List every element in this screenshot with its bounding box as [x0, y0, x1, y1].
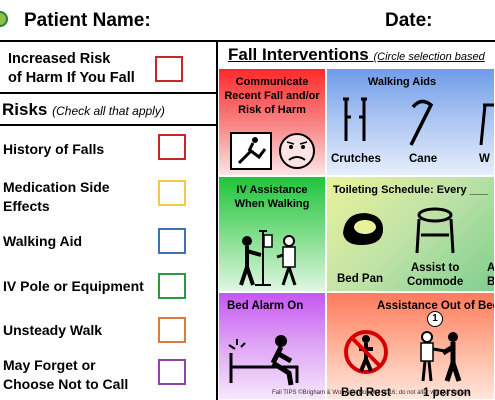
copyright-footer: Fall TIPS ©Brigham & Women's Hospital 20… [272, 390, 469, 396]
cane-icon [409, 99, 434, 146]
one-person-badge: 1 [427, 311, 443, 327]
column-divider [216, 40, 218, 400]
history-of-falls-checkbox[interactable] [158, 134, 186, 160]
patient-name-label: Patient Name: [24, 10, 151, 31]
harm-risk-section: Increased Risk of Harm If You Fall [0, 40, 216, 94]
iv-assistance-cell[interactable]: IV Assistance When Walking [218, 176, 326, 292]
walking-aids-cell[interactable]: Walking Aids Crutches Cane W [326, 68, 495, 176]
walker-icon [479, 103, 494, 146]
bed-pan-icon [343, 213, 383, 245]
may-forget-checkbox[interactable] [158, 359, 186, 385]
left-column: Increased Risk of Harm If You Fall Risks… [0, 40, 216, 400]
one-person-assist-icon [420, 331, 462, 382]
header: Patient Name: Date: [0, 0, 495, 44]
fall-warning-icon [230, 132, 272, 170]
iv-assistance-icon [239, 230, 297, 286]
walking-aid-checkbox[interactable] [158, 228, 186, 254]
iv-pole-checkbox[interactable] [158, 273, 186, 299]
interventions-heading: Fall Interventions (Circle selection bas… [218, 40, 495, 68]
medication-side-effects-checkbox[interactable] [158, 180, 186, 206]
assistance-cell[interactable]: Assistance Out of Bed Bed Rest 1 1 perso… [326, 292, 495, 400]
commode-icon [415, 207, 455, 254]
date-label: Date: [385, 10, 433, 31]
unsteady-walk-checkbox[interactable] [158, 317, 186, 343]
communicate-cell[interactable]: Communicate Recent Fall and/or Risk of H… [218, 68, 326, 176]
risks-heading: Risks (Check all that apply) [0, 96, 216, 126]
harm-risk-label: Increased Risk of Harm If You Fall [8, 51, 135, 86]
toileting-cell[interactable]: Toileting Schedule: Every ___ Bed Pan As… [326, 176, 495, 292]
worried-face-icon [279, 133, 315, 169]
right-column: Fall Interventions (Circle selection bas… [218, 40, 495, 400]
bed-alarm-cell[interactable]: Bed Alarm On [218, 292, 326, 400]
bed-rest-icon [344, 330, 388, 374]
crutches-icon [343, 97, 367, 141]
harm-risk-checkbox[interactable] [155, 56, 183, 82]
bed-alarm-icon [228, 335, 299, 386]
logo-icon [0, 11, 8, 27]
